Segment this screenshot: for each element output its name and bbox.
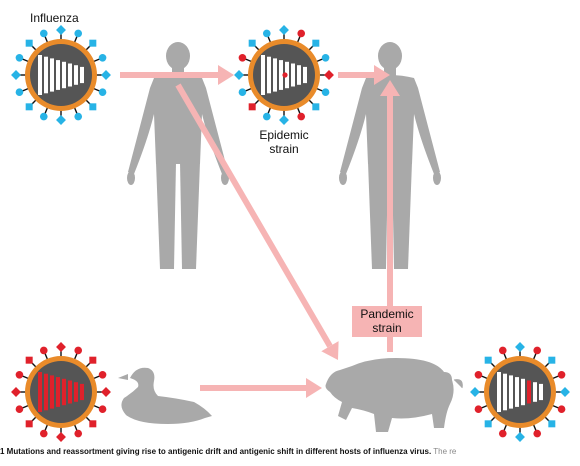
arrow-duck-to-pig: [200, 378, 322, 398]
epidemic-virus-icon: [234, 25, 334, 125]
avian-virus-icon: [11, 342, 111, 442]
figure-caption: 1 Mutations and reassortment giving rise…: [0, 447, 580, 461]
pig-silhouette: [325, 358, 463, 432]
arrow-flu-to-human: [120, 65, 234, 85]
epidemic-line-1: Epidemic: [259, 128, 309, 142]
duck-silhouette: [118, 367, 212, 424]
pandemic-line-2: strain: [372, 321, 402, 335]
arrow-epidemic-to-human: [338, 65, 390, 85]
pandemic-line-1: Pandemic: [360, 307, 414, 321]
influenza-virus-icon: [11, 25, 111, 125]
epidemic-strain-label: Epidemic strain: [254, 128, 314, 156]
influenza-label: Influenza: [30, 11, 79, 25]
pandemic-virus-icon: [470, 342, 570, 442]
epidemic-line-2: strain: [269, 142, 299, 156]
arrow-human-to-pig: [175, 83, 339, 360]
caption-bold: 1 Mutations and reassortment giving rise…: [0, 447, 432, 456]
pandemic-strain-label: Pandemic strain: [352, 306, 422, 337]
caption-rest: The re: [431, 447, 457, 456]
